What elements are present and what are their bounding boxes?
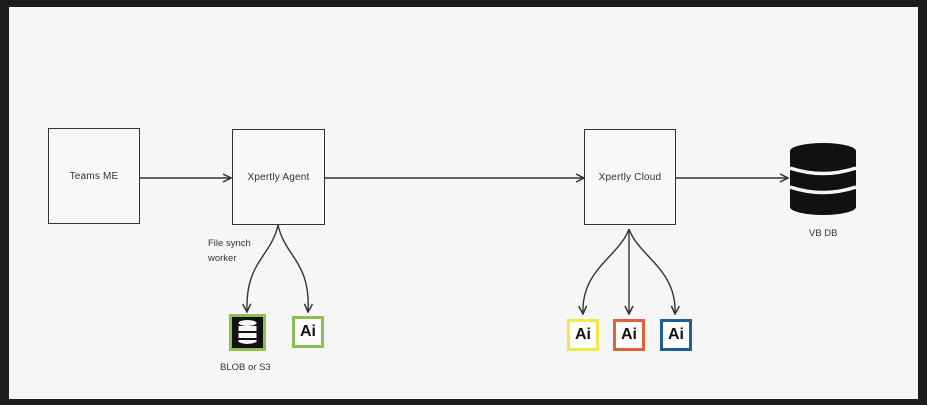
connectors-layer [139, 7, 918, 399]
node-teams-me: Teams ME [48, 128, 140, 224]
node-xpertly-agent: Xpertly Agent [232, 129, 325, 225]
node-xpertly-cloud: Xpertly Cloud [584, 129, 676, 225]
label-vb-db: VB DB [809, 228, 838, 239]
arrow-cloud-to-ai-yellow [583, 228, 630, 314]
blob-storage-icon [229, 314, 266, 351]
arrow-agent-to-blob [247, 224, 279, 312]
label-blob-or-s3: BLOB or S3 [220, 362, 271, 373]
ai-icon-yellow: Ai [567, 319, 599, 351]
label-file-synch-worker: File synch worker [208, 238, 251, 264]
ai-icon-orange: Ai [613, 319, 645, 351]
diagram-canvas: Teams ME Xpertly Agent Xpertly Cloud VB … [9, 7, 918, 399]
arrow-cloud-to-ai-blue [628, 228, 675, 314]
ai-icon-blue: Ai [660, 319, 692, 351]
arrow-agent-to-ai [277, 224, 308, 312]
ai-icon-agent: Ai [292, 316, 324, 348]
database-icon [790, 143, 856, 215]
